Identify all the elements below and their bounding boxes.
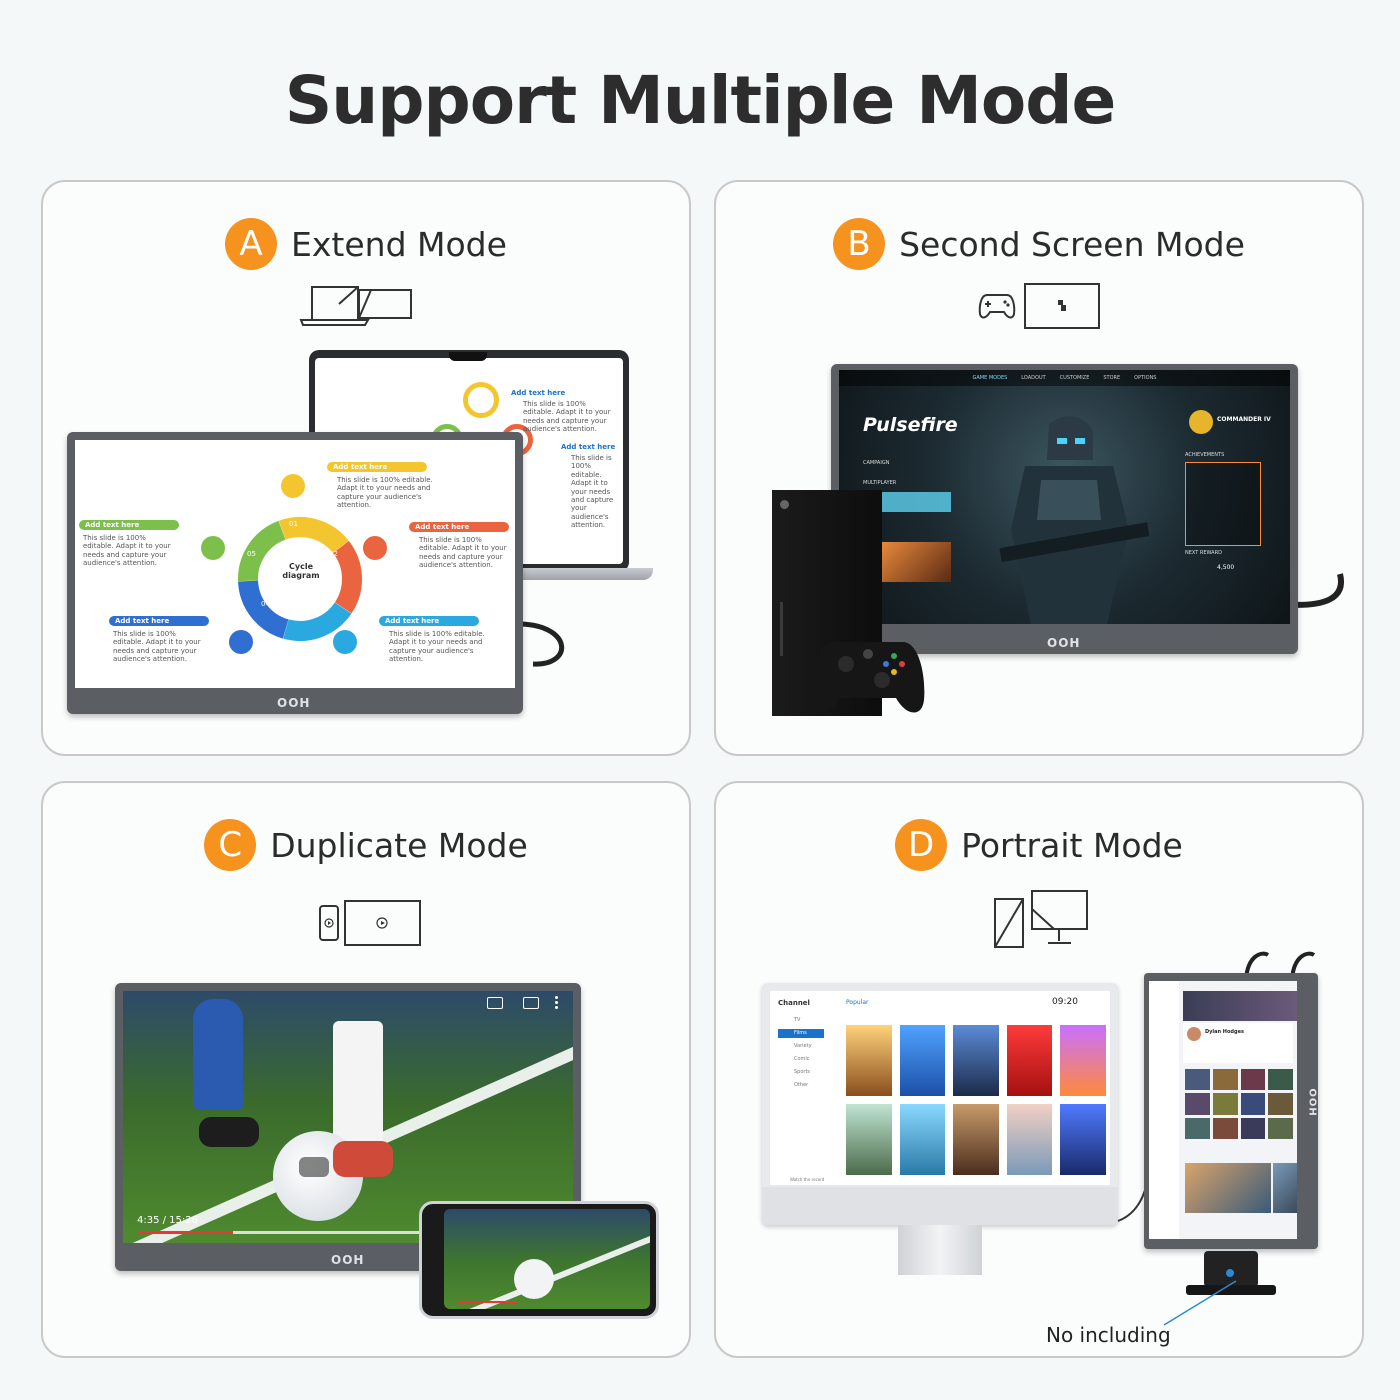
monitor-brand-logo: OOH <box>277 696 311 710</box>
portable-monitor: GAME MODES LOADOUT CUSTOMIZE STORE OPTIO… <box>831 364 1298 654</box>
panel-heading: D Portrait Mode <box>716 819 1362 871</box>
slide-callout-body: This slide is 100% editable. Adapt it to… <box>389 630 485 664</box>
panel-heading: C Duplicate Mode <box>43 819 689 871</box>
slide-callout-title: Add text here <box>327 462 427 472</box>
rank-title: COMMANDER IV <box>1217 416 1271 423</box>
mode-badge: D <box>895 819 948 871</box>
portrait-mode-icon <box>994 890 1088 948</box>
mode-title: Portrait Mode <box>961 825 1183 865</box>
tv-channel-label: Channel <box>778 999 810 1007</box>
video-progress-bar[interactable] <box>137 1231 437 1234</box>
tv-menu-item[interactable]: TV <box>794 1017 801 1023</box>
tv-menu-item[interactable]: Comic <box>794 1056 810 1062</box>
thumbnail-grid <box>1185 1069 1293 1139</box>
game-logo: Pulsefire <box>863 414 958 436</box>
social-app-screen: Dylan Hodges <box>1149 981 1297 1239</box>
cycle-center-label: Cycle diagram <box>282 562 320 580</box>
slide-callout-body: This slide is 100% editable. Adapt it to… <box>337 476 433 510</box>
monitor-brand-logo: OOH <box>1306 1088 1318 1117</box>
game-menu-item[interactable]: OPTIONS <box>1134 375 1157 381</box>
smartphone <box>419 1201 659 1319</box>
slide-callout-title: Add text here <box>79 520 179 530</box>
usb-cable <box>520 621 564 667</box>
phone-icon <box>319 905 339 941</box>
more-options-icon[interactable] <box>555 995 558 1009</box>
profile-name: Dylan Hodges <box>1205 1029 1244 1035</box>
slide-callout-title: Add text here <box>109 616 209 626</box>
poster-grid <box>846 1025 1106 1175</box>
mode-title: Duplicate Mode <box>270 825 528 865</box>
extend-mode-icon <box>299 286 412 326</box>
phone-video-screen <box>444 1209 650 1309</box>
game-menu-item[interactable]: LOADOUT <box>1021 375 1046 381</box>
screen-icon <box>1024 283 1100 329</box>
cycle-diagram <box>238 517 362 641</box>
game-screen: GAME MODES LOADOUT CUSTOMIZE STORE OPTIO… <box>839 370 1290 624</box>
achievements-label: ACHIEVEMENTS <box>1185 452 1225 458</box>
panel-portrait-mode: D Portrait Mode Channel Popular 09:20 TV… <box>714 781 1364 1358</box>
gamepad-icon <box>978 294 1016 319</box>
tv-menu-item[interactable]: Films <box>794 1030 807 1036</box>
panel-second-screen-mode: B Second Screen Mode GAME MODES LOADOUT … <box>714 180 1364 756</box>
cast-icon[interactable] <box>487 997 503 1009</box>
segment-label: 02 <box>329 550 338 558</box>
monitor-stand <box>1186 1251 1276 1297</box>
segment-label: 01 <box>289 520 298 528</box>
game-side-item[interactable]: MULTIPLAYER <box>863 480 897 486</box>
slide-callout-title: Add text here <box>379 616 479 626</box>
slide-callout-body: This slide is 100% editable. Adapt it to… <box>113 630 201 664</box>
game-menu-item[interactable]: STORE <box>1103 375 1121 381</box>
captions-icon[interactable] <box>523 997 539 1009</box>
page-title: Support Multiple Mode <box>284 62 1117 139</box>
tv-tab-popular[interactable]: Popular <box>846 999 869 1006</box>
pointer-line <box>1163 1280 1237 1326</box>
desktop-monitor: Channel Popular 09:20 TV Films Variety C… <box>762 983 1118 1279</box>
game-controller <box>811 642 925 713</box>
game-menu-item[interactable]: CUSTOMIZE <box>1059 375 1090 381</box>
panel-extend-mode: A Extend Mode Add text here This slide i… <box>41 180 691 756</box>
slide-callout-body: This slide is 100% editable. Adapt it to… <box>523 400 611 434</box>
segment-label: 03 <box>317 600 326 608</box>
slide-callout-title: Add text here <box>409 522 509 532</box>
panel-heading: B Second Screen Mode <box>716 218 1362 270</box>
mode-badge: C <box>204 819 257 871</box>
tv-app-screen: Channel Popular 09:20 TV Films Variety C… <box>770 991 1110 1185</box>
monitor-screen: Cycle diagram 01 02 03 04 05 Add text he… <box>75 440 515 688</box>
slide-callout-body: This slide is 100% editable. Adapt it to… <box>83 534 171 568</box>
segment-label: 04 <box>261 600 270 608</box>
reward-points: 4,500 <box>1217 564 1235 571</box>
game-side-item[interactable]: CAMPAIGN <box>863 460 890 466</box>
tv-menu-item[interactable]: Other <box>794 1082 809 1088</box>
tv-menu-item[interactable]: Variety <box>794 1043 812 1049</box>
mode-badge: A <box>225 218 278 270</box>
mode-title: Second Screen Mode <box>899 224 1245 264</box>
slide-callout-body: This slide is 100% editable. Adapt it to… <box>571 454 614 530</box>
portable-monitor: Cycle diagram 01 02 03 04 05 Add text he… <box>67 432 523 714</box>
game-menu-item[interactable]: GAME MODES <box>972 375 1008 381</box>
monitor-play-icon <box>344 900 421 946</box>
tv-menu-item[interactable]: Sports <box>794 1069 811 1075</box>
soldier-artwork <box>999 416 1149 624</box>
tv-clock: 09:20 <box>1052 997 1078 1007</box>
mode-title: Extend Mode <box>291 224 507 264</box>
tv-footer: Watch the record <box>790 1177 825 1182</box>
video-time: 4:35 / 15:26 <box>137 1215 199 1226</box>
mode-badge: B <box>833 218 886 270</box>
segment-label: 05 <box>247 550 256 558</box>
slide-callout-body: This slide is 100% editable. Adapt it to… <box>419 536 507 570</box>
stand-note: No including <box>1046 1323 1171 1347</box>
panel-duplicate-mode: C Duplicate Mode 4:35 / 15:26 O <box>41 781 691 1358</box>
monitor-brand-logo: OOH <box>1047 636 1081 650</box>
monitor-brand-logo: OOH <box>331 1253 365 1267</box>
xbox-logo-icon <box>780 500 789 509</box>
panel-heading: A Extend Mode <box>43 218 689 270</box>
portrait-monitor: Dylan Hodges OOH <box>1144 973 1318 1249</box>
slide-callout-title: Add text here <box>561 443 616 451</box>
next-reward-label: NEXT REWARD <box>1185 550 1222 556</box>
slide-callout-title: Add text here <box>511 389 566 397</box>
